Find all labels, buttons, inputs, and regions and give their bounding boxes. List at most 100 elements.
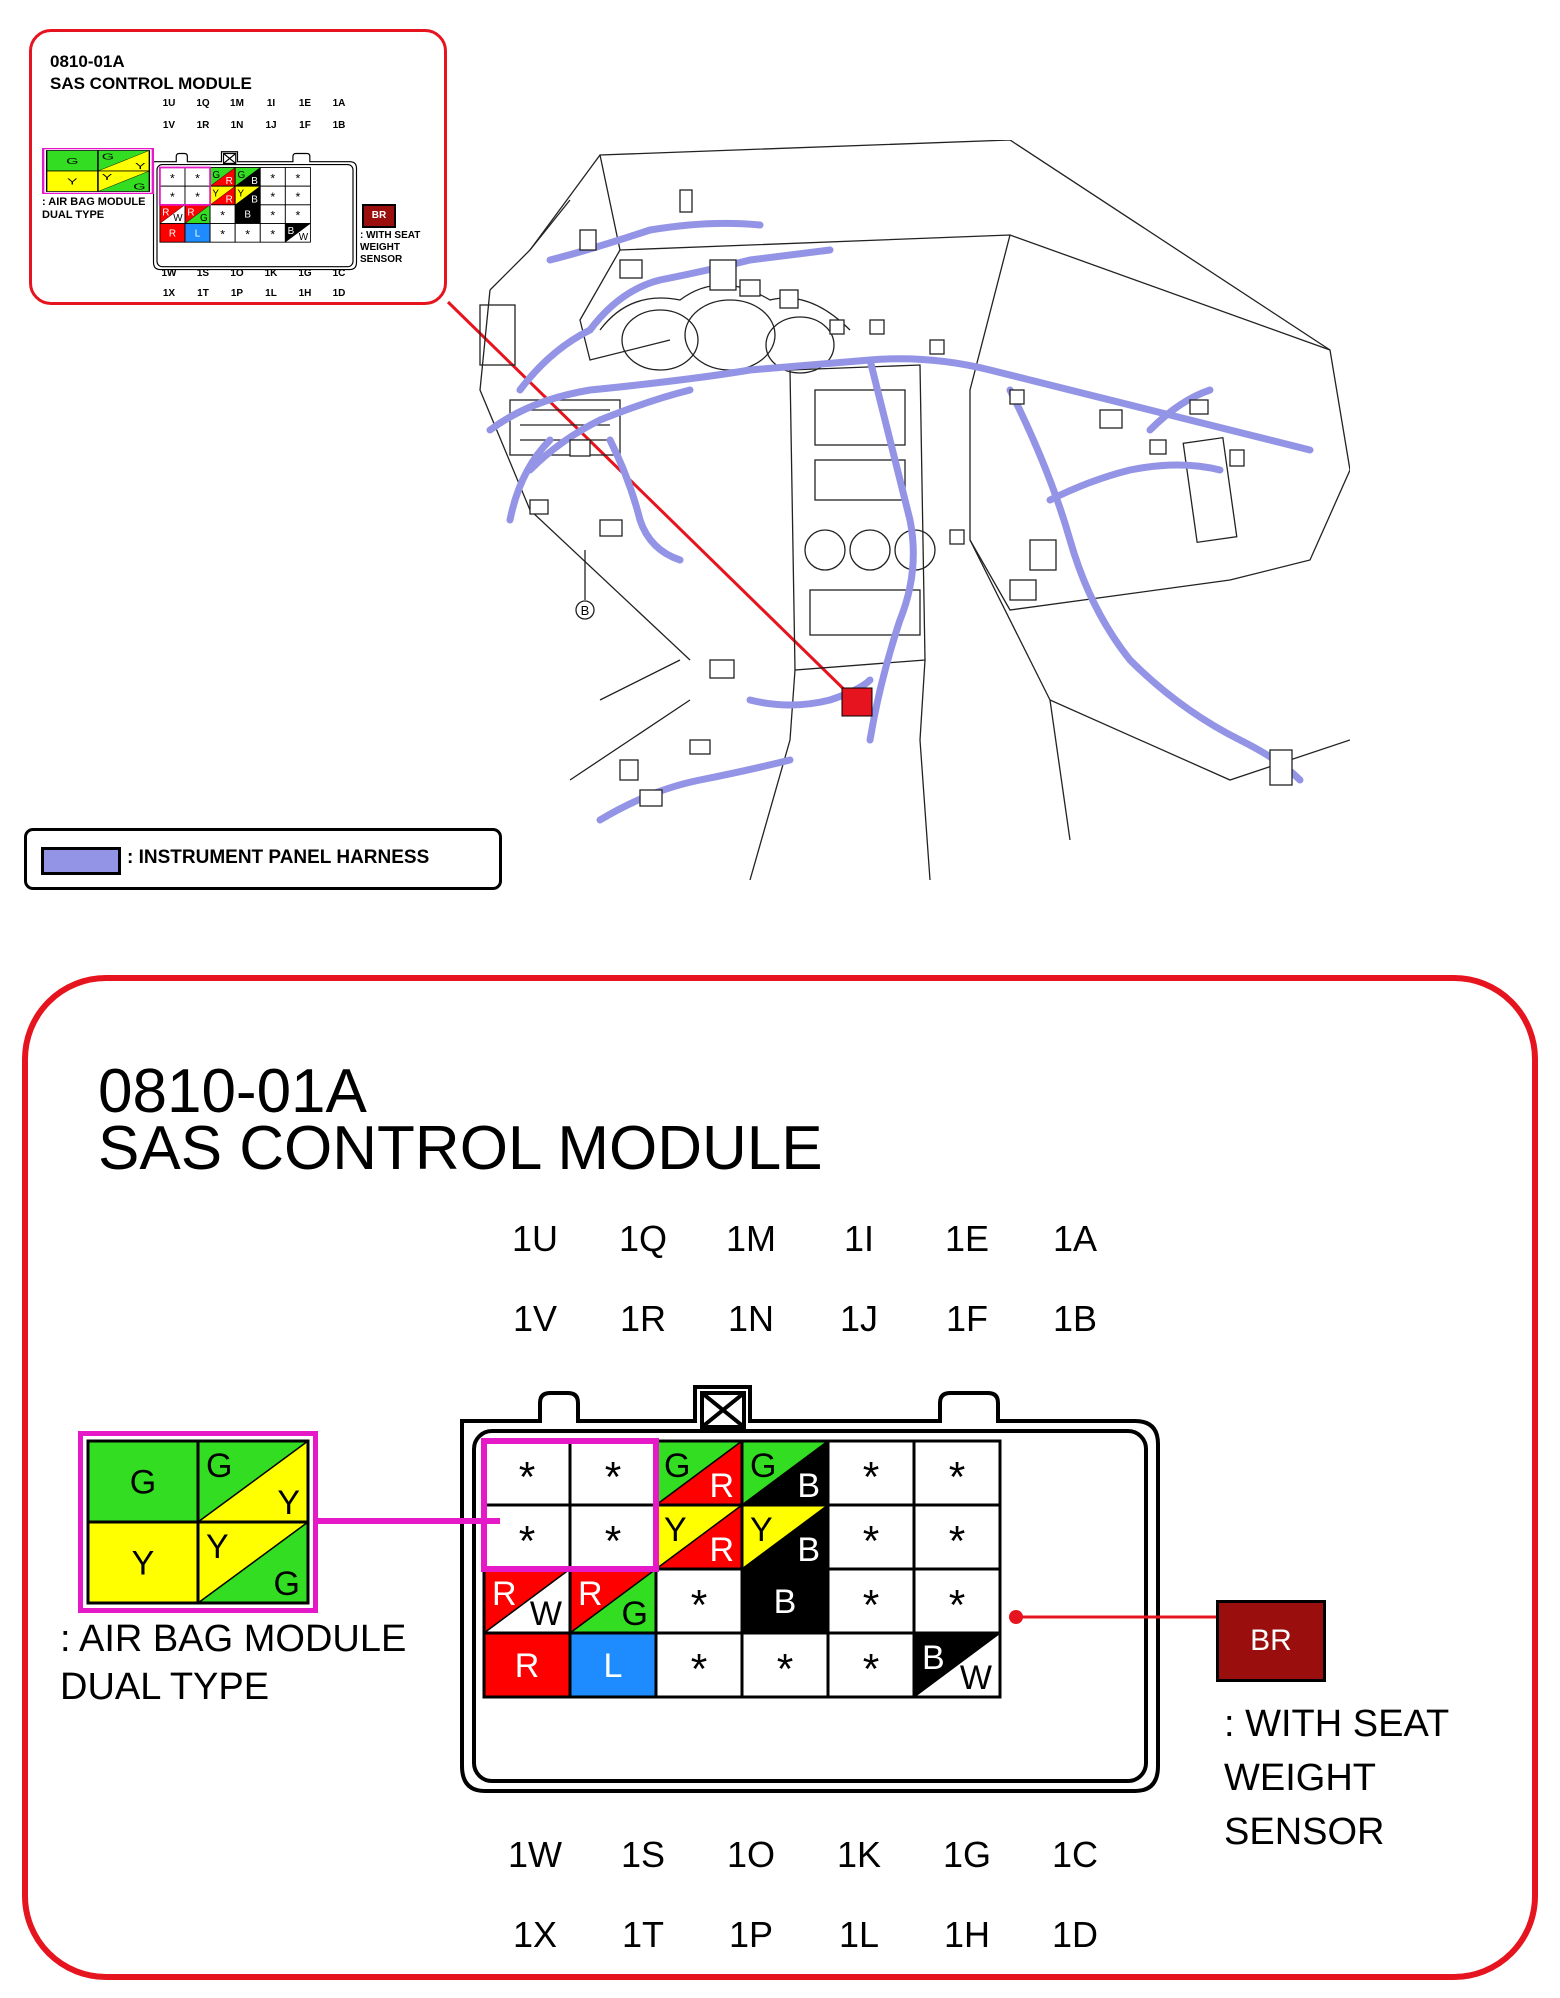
inset-pin-label: 1W (161, 268, 177, 279)
inset-pin-label: 1A (332, 98, 346, 109)
instrument-panel-harness (486, 219, 1314, 824)
dual-stripe-color-label: Y (277, 1484, 300, 1522)
main-cell-1-1: * (568, 1503, 658, 1571)
pin-label: 1W (508, 1834, 562, 1875)
inset-stripe (210, 186, 236, 205)
inset-pin-label: 1L (265, 288, 277, 299)
main-stripe-color-label: B (797, 1531, 820, 1569)
dual-color-label: G (130, 1464, 156, 1502)
inset-unused-mark: * (195, 190, 200, 204)
inset-dual-type-note: : AIR BAG MODULE DUAL TYPE (42, 196, 145, 222)
main-unused-mark: * (863, 1647, 880, 1694)
callout-links (318, 1518, 1216, 1624)
seat-note-line1: : WITH SEAT (1224, 1703, 1450, 1745)
main-cell-3-3: * (740, 1631, 830, 1699)
inset-pin-label: 1F (299, 120, 311, 131)
pin-label: 1B (1052, 1298, 1098, 1339)
inset-stripe-color-label: R (226, 195, 233, 206)
inset-main-color-label: Y (212, 189, 219, 200)
seat-note-line2: WEIGHT (1224, 1757, 1376, 1799)
pin-label: 1I (843, 1218, 875, 1259)
inset-dual-note-line2: DUAL TYPE (42, 209, 105, 221)
main-main-color-label: G (750, 1447, 776, 1485)
inset-br-box: BR (362, 204, 396, 228)
inset-pin-label: 1I (266, 98, 276, 109)
seat-weight-pin-marker (1009, 1610, 1023, 1624)
main-unused-mark: * (777, 1647, 794, 1694)
inset-unused-mark: * (295, 171, 300, 185)
inset-stripe-color-label: B (251, 176, 258, 187)
inset-main-color-label: R (162, 207, 169, 218)
pin-label: 1S (620, 1834, 666, 1875)
inset-pin-label: 1Q (196, 98, 210, 109)
main-unused-mark: * (691, 1583, 708, 1630)
inset-dual-stripe-color-label: Y (135, 161, 146, 171)
pin-label: 1N (727, 1298, 775, 1339)
pin-label: 1G (942, 1834, 992, 1875)
dual-cell-0-0: G (86, 1439, 200, 1524)
main-color-label: B (774, 1583, 797, 1621)
main-cell-1-3: YB (740, 1503, 830, 1571)
connector-detail-panel: 0810-01A SAS CONTROL MODULE 1U 1Q 1M 1I … (22, 975, 1538, 1980)
inset-pin-label: 1V (162, 120, 176, 131)
inset-pin-label: 1M (230, 98, 244, 109)
pin-label: 1E (944, 1218, 990, 1259)
inset-dual-type-highlight (159, 166, 211, 206)
inset-seat-note-line3: SENSOR (360, 254, 403, 265)
pin-label: 1P (728, 1914, 774, 1955)
main-unused-mark: * (949, 1519, 966, 1566)
main-unused-mark: * (519, 1455, 536, 1502)
inset-unused-mark: * (220, 209, 225, 223)
inset-unused-mark: * (270, 190, 275, 204)
inset-unused-mark: * (270, 171, 275, 185)
harness-legend-text: : INSTRUMENT PANEL HARNESS (127, 847, 430, 868)
connector-title: SAS CONTROL MODULE (98, 1114, 823, 1183)
inset-pin-label: 1S (196, 268, 210, 279)
inset-pin-label: 1E (298, 98, 312, 109)
inset-main-color-label: G (212, 170, 220, 181)
dual-note-line1: : AIR BAG MODULE (60, 1618, 407, 1660)
dual-main-color-label: G (206, 1447, 232, 1485)
inset-dual-cell-1-1: YG (97, 170, 151, 192)
inset-pin-label: 1N (230, 120, 244, 131)
main-cell-0-5: * (912, 1439, 1002, 1507)
inset-stripe-color-label: G (200, 213, 208, 224)
inset-dual-note-line1: : AIR BAG MODULE (42, 196, 146, 208)
inset-pin-label: 1X (162, 288, 176, 299)
inset-dual-main-color-label: Y (102, 172, 113, 182)
main-cell-1-5: * (912, 1503, 1002, 1571)
inset-pin-label: 1C (332, 268, 346, 279)
inset-pin-label: 1B (332, 120, 346, 131)
main-unused-mark: * (863, 1583, 880, 1630)
inset-main-color-label: Y (238, 189, 245, 200)
main-cell-2-0: RW (482, 1567, 572, 1635)
ground-point-label: B (581, 603, 590, 618)
inset-unused-mark: * (220, 227, 225, 241)
connector-id: 0810-01A (98, 1057, 367, 1126)
inset-dual-stripe-color-label: G (133, 181, 145, 191)
main-main-color-label: B (922, 1639, 945, 1677)
dual-note-line2: DUAL TYPE (60, 1666, 270, 1708)
inset-dual-cell-1-0: Y (45, 170, 99, 192)
inset-pin-label: 1R (196, 120, 210, 131)
inset-pin-label: 1T (197, 288, 209, 299)
main-stripe-color-label: B (797, 1467, 820, 1505)
inset-pin-label: 1P (230, 288, 244, 299)
pin-label: 1R (619, 1298, 667, 1339)
pin-label: 1F (945, 1298, 988, 1339)
inset-unused-mark: * (295, 209, 300, 223)
inset-pin-label: 1D (332, 288, 346, 299)
inset-cell-3-5: BW (284, 223, 311, 243)
seat-weight-color-box: BR (1216, 1600, 1326, 1682)
sas-module-location-marker (841, 687, 873, 717)
inset-unused-mark: * (195, 171, 200, 185)
inset-unused-mark: * (270, 209, 275, 223)
dual-stripe-color-label: G (274, 1565, 300, 1603)
main-unused-mark: * (605, 1455, 622, 1502)
main-stripe-color-label: G (622, 1595, 648, 1633)
main-cell-2-2: * (654, 1567, 744, 1635)
main-cell-2-1: RG (568, 1567, 658, 1635)
